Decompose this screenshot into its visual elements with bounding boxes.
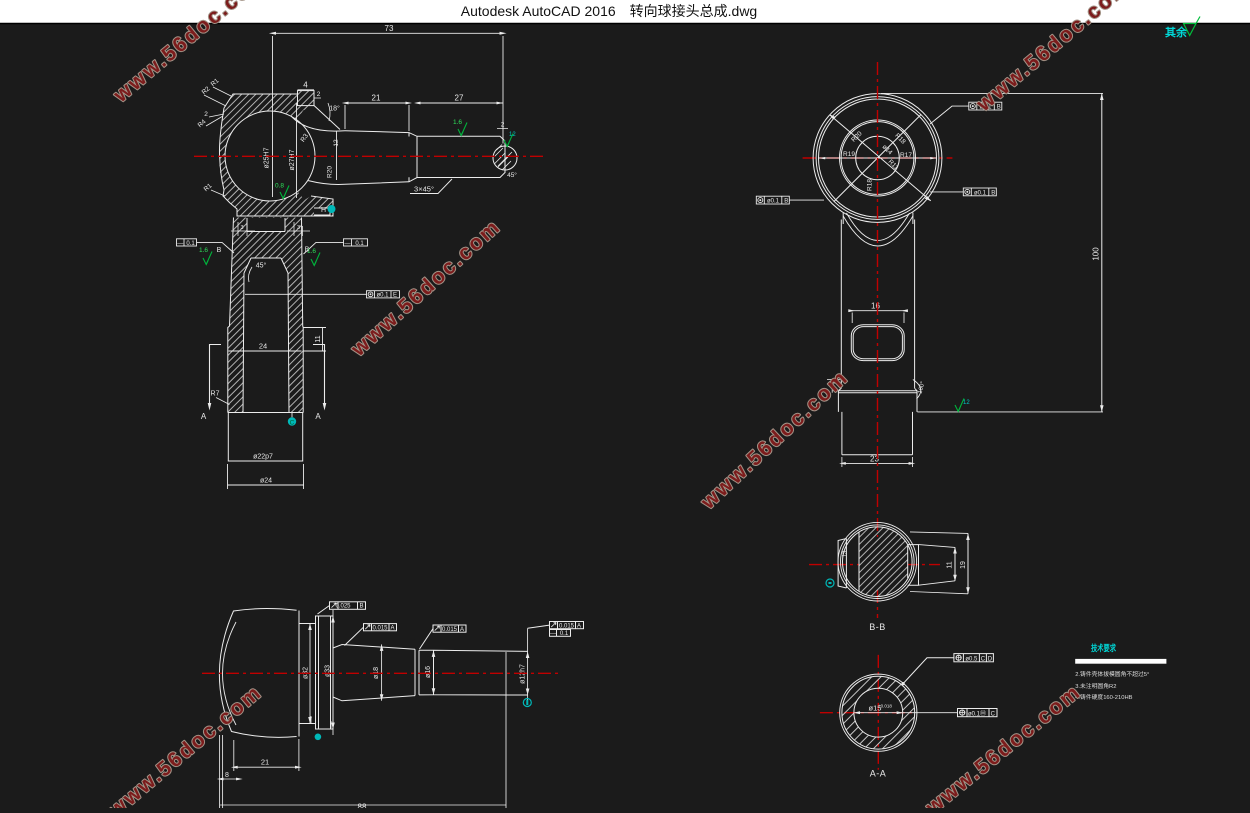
svg-text:ø33: ø33	[325, 665, 332, 677]
svg-text:A: A	[390, 626, 394, 632]
svg-text:R7: R7	[211, 391, 220, 398]
svg-text:E: E	[393, 293, 397, 299]
svg-text:ø0.1Ⓜ: ø0.1Ⓜ	[968, 709, 986, 717]
svg-text:其余: 其余	[1165, 25, 1188, 39]
svg-text:A-A: A-A	[870, 769, 887, 779]
svg-text:+0.018: +0.018	[878, 703, 892, 708]
svg-text:18°: 18°	[329, 105, 340, 113]
svg-text:27: 27	[455, 94, 464, 103]
svg-text:0.015: 0.015	[442, 627, 458, 633]
svg-text:B: B	[217, 247, 222, 254]
svg-text:4: 4	[303, 81, 308, 90]
svg-text:R17: R17	[900, 152, 912, 159]
svg-text:13: 13	[843, 550, 849, 557]
svg-text:H: H	[321, 207, 326, 214]
svg-text:73: 73	[385, 24, 394, 33]
svg-text:3: 3	[240, 225, 243, 231]
svg-text:45°: 45°	[507, 171, 517, 179]
svg-text:B-B: B-B	[869, 622, 886, 632]
svg-text:C: C	[290, 420, 295, 427]
svg-text:Autodesk AutoCAD 2016 转向球接头总成.: Autodesk AutoCAD 2016 转向球接头总成.dwg	[461, 3, 757, 19]
svg-text:ø22p7: ø22p7	[253, 454, 273, 461]
svg-text:2: 2	[204, 111, 208, 118]
svg-text:3×45°: 3×45°	[414, 185, 434, 194]
svg-text:R2: R2	[201, 85, 212, 96]
svg-text:12: 12	[509, 132, 516, 138]
svg-text:—: —	[550, 631, 556, 637]
svg-text:4.铸件硬度160-210HB: 4.铸件硬度160-210HB	[1075, 693, 1132, 701]
svg-text:ø0.1: ø0.1	[376, 293, 389, 299]
svg-text:A: A	[315, 412, 321, 421]
svg-text:12: 12	[963, 400, 970, 406]
svg-text:A: A	[577, 623, 581, 629]
svg-text:2: 2	[501, 122, 505, 129]
svg-text:3.未注明圆角R2: 3.未注明圆角R2	[1075, 682, 1116, 690]
svg-text:—: —	[345, 241, 351, 247]
svg-text:R3: R3	[300, 132, 311, 143]
svg-text:88: 88	[358, 803, 367, 809]
svg-text:B: B	[359, 604, 363, 610]
svg-text:ø15: ø15	[869, 703, 882, 712]
svg-text:11: 11	[315, 335, 322, 342]
svg-text:B: B	[305, 247, 310, 254]
svg-text:D: D	[988, 656, 993, 662]
svg-text:160°: 160°	[918, 380, 927, 394]
svg-text:ø27H7: ø27H7	[289, 149, 296, 170]
svg-text:0.1: 0.1	[355, 241, 364, 247]
svg-text:21: 21	[261, 758, 269, 767]
svg-text:ø0.1: ø0.1	[767, 199, 780, 205]
svg-text:ø0.1: ø0.1	[979, 105, 992, 111]
svg-text:ø0.1: ø0.1	[974, 190, 987, 196]
svg-text:100: 100	[1092, 247, 1101, 261]
svg-text:24: 24	[259, 342, 267, 351]
svg-text:A: A	[201, 412, 207, 421]
svg-text:R1: R1	[203, 182, 214, 193]
svg-text:B: B	[784, 199, 788, 205]
svg-text:0.025: 0.025	[335, 604, 351, 610]
svg-text:45°: 45°	[256, 262, 267, 270]
svg-text:0.1: 0.1	[186, 241, 195, 247]
svg-text:19: 19	[960, 561, 967, 569]
svg-text:R1: R1	[210, 77, 221, 88]
svg-text:1.6: 1.6	[199, 247, 208, 254]
svg-text:B: B	[991, 190, 995, 196]
svg-text:技术要求: 技术要求	[1091, 643, 1116, 653]
svg-text:ø0.5: ø0.5	[965, 656, 978, 662]
svg-text:ø25H7: ø25H7	[264, 147, 271, 168]
svg-text:0.1: 0.1	[560, 631, 569, 637]
svg-text:R18: R18	[867, 179, 874, 191]
svg-text:1.6: 1.6	[307, 248, 316, 255]
svg-text:B: B	[997, 105, 1001, 111]
svg-text:1.6: 1.6	[453, 119, 462, 126]
svg-text:23: 23	[870, 455, 879, 464]
svg-text:16: 16	[871, 302, 880, 311]
svg-text:ø24: ø24	[260, 478, 272, 485]
svg-text:—: —	[177, 241, 183, 247]
svg-text:ø16: ø16	[425, 666, 432, 678]
svg-text:8: 8	[225, 772, 229, 779]
svg-text:11: 11	[947, 561, 954, 568]
svg-text:R19: R19	[843, 151, 855, 158]
svg-text:12: 12	[333, 139, 340, 147]
svg-text:0.015: 0.015	[559, 623, 575, 629]
svg-text:0.015: 0.015	[372, 626, 388, 632]
svg-text:A: A	[460, 627, 464, 633]
svg-text:C: C	[991, 711, 996, 717]
svg-text:0.8: 0.8	[275, 183, 284, 190]
svg-text:R20: R20	[327, 166, 334, 178]
svg-text:2: 2	[317, 91, 321, 98]
svg-text:2.铸件壳体拔模圆角不超过5°: 2.铸件壳体拔模圆角不超过5°	[1075, 670, 1149, 678]
svg-text:C: C	[981, 656, 986, 662]
svg-text:3: 3	[297, 225, 300, 231]
svg-text:R4: R4	[197, 118, 208, 129]
svg-text:21: 21	[372, 94, 381, 103]
